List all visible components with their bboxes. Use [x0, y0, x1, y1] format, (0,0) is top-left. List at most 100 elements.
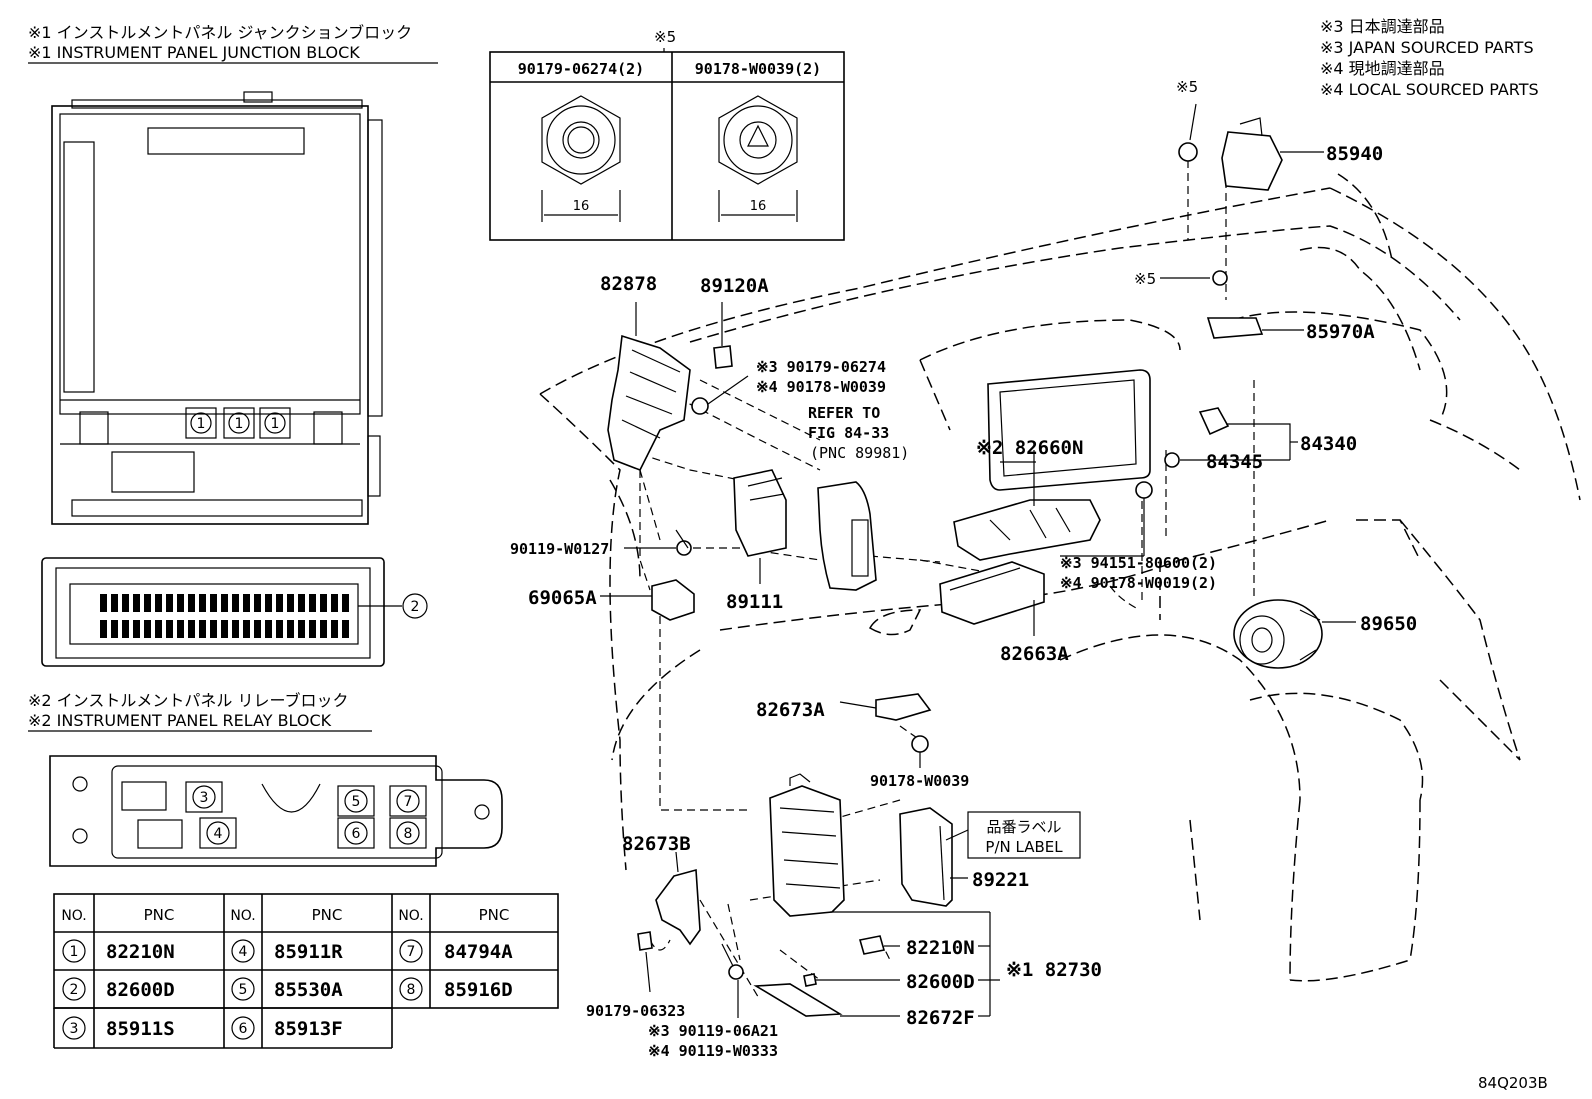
legend-rb-en: ※2 INSTRUMENT PANEL RELAY BLOCK	[28, 711, 332, 730]
connector-pin	[144, 620, 151, 638]
legend-japan-en: ※3 JAPAN SOURCED PARTS	[1320, 38, 1534, 57]
connector-pin	[331, 594, 338, 612]
nut-part	[1212, 270, 1228, 286]
junction-block-82730-part	[769, 773, 845, 917]
dashboard-outline	[539, 173, 1581, 982]
connector-pin	[309, 620, 316, 638]
callout-circle: 3	[192, 785, 216, 809]
label-mark5-top: ※5	[1176, 78, 1198, 96]
cover-82672f-part	[753, 983, 843, 1017]
label-89650: 89650	[1360, 613, 1417, 635]
connector-pin	[265, 594, 272, 612]
callout-circle: 1	[185, 407, 217, 439]
label-82210n: 82210N	[906, 937, 975, 959]
connector-pin	[199, 594, 206, 612]
table-no: 2	[70, 982, 79, 998]
switch-84340-part	[1198, 407, 1230, 436]
table-no: 5	[239, 982, 248, 998]
label-note3-90119-06a21: ※3 90119-06A21	[648, 1022, 778, 1040]
connector-pin	[166, 594, 173, 612]
label-90178-w0039: 90178-W0039	[870, 772, 969, 790]
svg-text:6: 6	[352, 826, 361, 842]
relay-block-drawing	[49, 755, 503, 867]
label-89111: 89111	[726, 591, 783, 613]
connector-pin	[155, 620, 162, 638]
junction-block-drawing	[51, 91, 383, 525]
table-no: 3	[70, 1021, 79, 1037]
nut-part	[691, 397, 709, 415]
label-85940: 85940	[1326, 143, 1383, 165]
connector-pin	[166, 620, 173, 638]
module-89111-part	[733, 469, 787, 557]
connector-block-drawing	[41, 557, 402, 667]
table-pnc: 84794A	[444, 941, 513, 963]
label-mark5-mid: ※5	[1134, 270, 1156, 288]
table-header: PNC	[312, 906, 343, 924]
svg-text:5: 5	[352, 794, 361, 810]
legend-rb-jp: ※2 インストルメントパネル リレーブロック	[28, 691, 348, 710]
label-84345: 84345	[1206, 451, 1263, 473]
nut-part	[1135, 481, 1153, 499]
label-89221: 89221	[972, 869, 1029, 891]
figure-id: 84Q203B	[1478, 1074, 1548, 1092]
table-header: NO.	[230, 908, 255, 924]
svg-text:1: 1	[235, 416, 244, 432]
nut-left-pn: 90179-06274(2)	[518, 60, 644, 78]
module-89981-part	[817, 481, 877, 591]
pn-label-jp: 品番ラベル	[986, 818, 1061, 836]
svg-text:4: 4	[214, 826, 223, 842]
pn-label-box: 品番ラベル P/N LABEL	[967, 811, 1081, 859]
svg-text:2: 2	[411, 599, 420, 615]
connector-pin	[100, 620, 107, 638]
svg-text:7: 7	[404, 794, 413, 810]
connector-pin	[210, 594, 217, 612]
connector-pin	[287, 620, 294, 638]
fuse-82210n-part	[858, 935, 886, 955]
module-89221-part	[899, 807, 953, 907]
callout-circle: 7	[396, 789, 420, 813]
table-header: NO.	[398, 908, 423, 924]
switch-69065a-part	[651, 579, 695, 621]
connector-pin	[133, 594, 140, 612]
table-pnc: 85530A	[274, 979, 343, 1001]
label-84340: 84340	[1300, 433, 1357, 455]
svg-text:3: 3	[200, 790, 209, 806]
callout-lines	[600, 461, 1145, 1018]
table-pnc: 85911S	[106, 1018, 175, 1040]
table-header: PNC	[479, 906, 510, 924]
connector-pin	[276, 620, 283, 638]
table-no: 8	[407, 982, 416, 998]
bracket-85970a-part	[1206, 317, 1304, 339]
svg-text:1: 1	[197, 416, 206, 432]
nut-part	[1164, 452, 1180, 468]
connector-pin	[177, 620, 184, 638]
nut-left-dim: 16	[573, 199, 590, 214]
callout-circle: 2	[402, 593, 428, 619]
label-90179-06323: 90179-06323	[586, 1002, 685, 1020]
label-note4-90178-w0019: ※4 90178-W0019(2)	[1060, 574, 1217, 592]
connector-pin	[342, 594, 349, 612]
callout-circle: 8	[396, 821, 420, 845]
connector-pin	[133, 620, 140, 638]
table-pnc: 85913F	[274, 1018, 343, 1040]
bracket-82673b-part	[655, 868, 701, 946]
legend-local-en: ※4 LOCAL SOURCED PARTS	[1320, 80, 1539, 99]
nut-part	[1178, 142, 1198, 162]
label-note4-90119-w0333: ※4 90119-W0333	[648, 1042, 778, 1060]
nut-right-dim: 16	[750, 199, 767, 214]
label-refer-pnc: (PNC 89981)	[810, 444, 909, 462]
connector-pin	[232, 594, 239, 612]
screw-90119-w0127-part	[675, 529, 692, 556]
callout-circle: 1	[259, 407, 291, 439]
connector-pin	[144, 594, 151, 612]
buzzer-89650-part	[1233, 599, 1356, 669]
table-header: PNC	[144, 906, 175, 924]
connector-pin	[155, 594, 162, 612]
connector-pin	[309, 594, 316, 612]
label-69065a: 69065A	[528, 587, 597, 609]
label-82660n: ※2 82660N	[976, 437, 1083, 459]
connector-pin	[210, 620, 217, 638]
bracket-82673a-part	[875, 693, 932, 721]
svg-text:1: 1	[271, 416, 280, 432]
connector-pin	[298, 594, 305, 612]
